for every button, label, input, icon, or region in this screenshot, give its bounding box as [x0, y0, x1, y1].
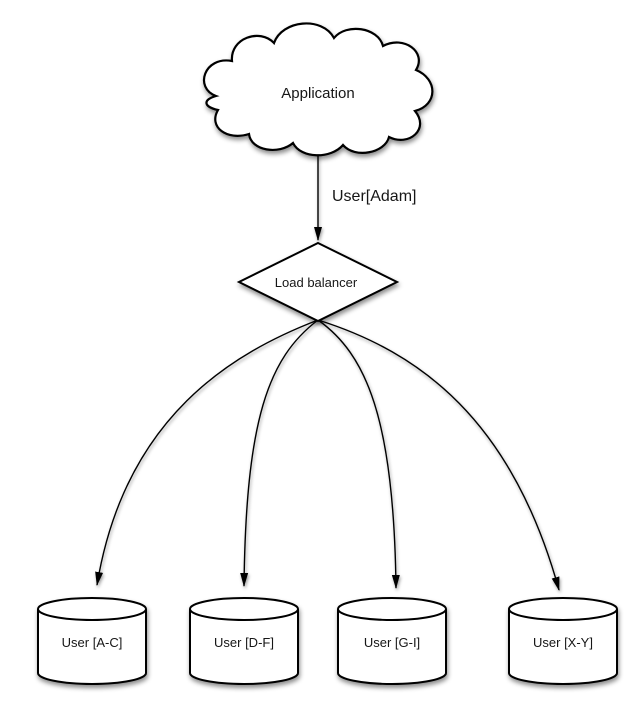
load-balancer-diamond: Load balancer: [236, 241, 400, 323]
application-label: Application: [281, 85, 354, 102]
cylinder-top: [337, 597, 447, 621]
cloud-shape: [202, 22, 434, 157]
shard-1-label: User [A-C]: [62, 635, 123, 650]
db-cylinder-shard-3: User [G-I]: [337, 597, 447, 685]
db-cylinder-shard-1: User [A-C]: [37, 597, 147, 685]
edge-lb-to-shard-2: [240, 319, 319, 587]
shard-4-label: User [X-Y]: [533, 635, 593, 650]
db-cylinder-shard-2: User [D-F]: [189, 597, 299, 685]
load-balancer-label: Load balancer: [275, 275, 358, 290]
edge-lb-to-shard-4: [317, 319, 560, 591]
cylinder-top: [189, 597, 299, 621]
shard-2-label: User [D-F]: [214, 635, 274, 650]
cylinder-body: [189, 609, 299, 685]
shard-3-label: User [G-I]: [364, 635, 420, 650]
cylinder-top: [37, 597, 147, 621]
cylinder-body: [37, 609, 147, 685]
edge-label-user-adam: User[Adam]: [332, 188, 416, 205]
cylinder-body: [337, 609, 447, 685]
cylinder-body: [508, 609, 618, 685]
cylinder-top: [508, 597, 618, 621]
diamond-shape: [236, 241, 400, 323]
edge-lb-to-shard-1: [95, 319, 319, 586]
edge-lb-to-shard-3: [317, 319, 400, 589]
db-cylinder-shard-4: User [X-Y]: [508, 597, 618, 685]
application-cloud: Application: [202, 22, 434, 157]
